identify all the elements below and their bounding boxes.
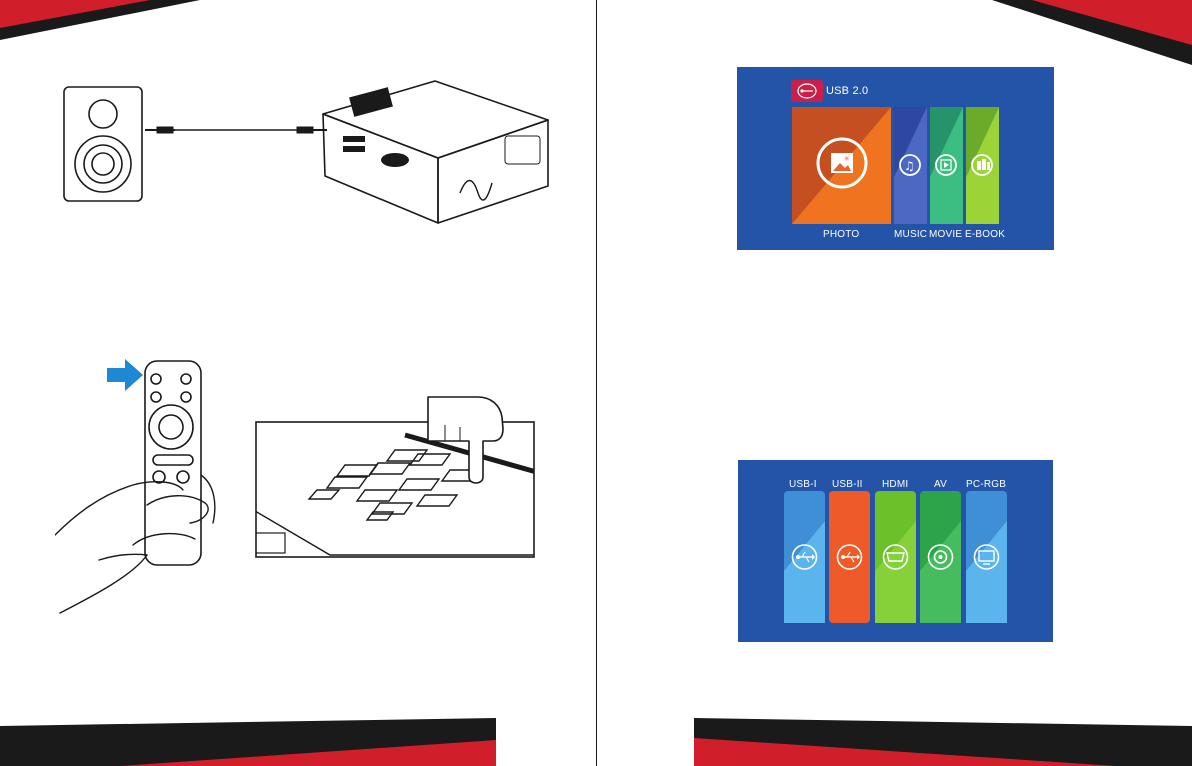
bottom-banner-right	[596, 718, 1192, 766]
svg-text:✳: ✳	[844, 155, 850, 163]
usb-tile-music-label: MUSIC	[894, 229, 927, 241]
source-pcrgb-label: PC-RGB	[966, 479, 1006, 491]
usb-tile-ebook-label: E-BOOK	[965, 229, 1005, 241]
page-divider	[596, 0, 597, 766]
source-tile-usb2[interactable]	[829, 491, 870, 623]
remote-control-illustration	[55, 355, 225, 620]
usb-tile-photo[interactable]: ✳	[792, 107, 891, 224]
input-source-menu-screen: USB-I USB-II HDMI AV PC-RGB	[738, 460, 1053, 642]
speaker-connection-illustration	[55, 78, 565, 228]
source-av-label: AV	[934, 479, 947, 491]
source-usb2-label: USB-II	[832, 479, 863, 491]
source-tile-usb1[interactable]	[784, 491, 825, 623]
usb-tile-music[interactable]: ♫	[894, 107, 927, 224]
projector-icon	[323, 81, 548, 223]
remote-icon	[145, 361, 201, 565]
svg-text:♫: ♫	[904, 159, 915, 173]
usb-header-icon	[791, 80, 823, 102]
bottom-banner-left	[0, 718, 596, 766]
audio-cable	[145, 127, 327, 133]
top-banner-left	[0, 0, 596, 45]
blue-arrow-icon	[107, 359, 143, 391]
source-usb1-label: USB-I	[789, 479, 817, 491]
source-tile-hdmi[interactable]	[875, 491, 916, 623]
source-hdmi-label: HDMI	[882, 479, 908, 491]
source-tile-pcrgb[interactable]	[966, 491, 1007, 623]
usb-media-menu-screen: USB 2.0 ✳ PHOTO ♫ MUSIC MOVIE E-BOOK	[737, 67, 1054, 250]
usb-tile-photo-label: PHOTO	[823, 229, 859, 241]
top-banner-right	[992, 0, 1192, 70]
usb-tile-ebook[interactable]	[966, 107, 999, 224]
speaker-icon	[64, 87, 142, 201]
source-tile-av[interactable]	[920, 491, 961, 623]
usb-header-label: USB 2.0	[826, 85, 868, 97]
hand-icon	[55, 475, 215, 613]
usb-tile-movie[interactable]	[930, 107, 963, 224]
usb-tile-movie-label: MOVIE	[929, 229, 962, 241]
keypad-illustration	[255, 395, 540, 560]
